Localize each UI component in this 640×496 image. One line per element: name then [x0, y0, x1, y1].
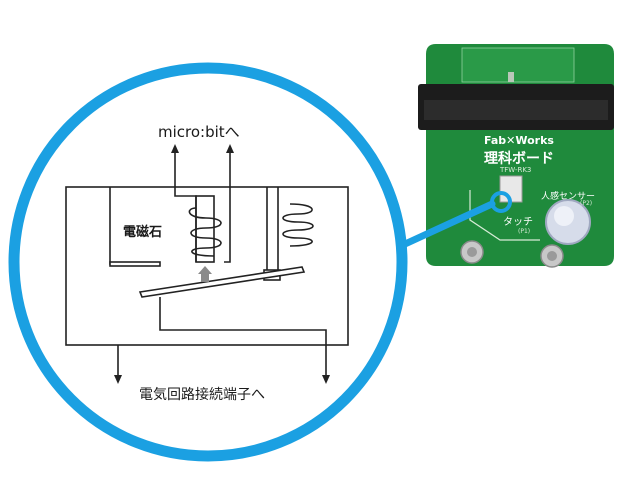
arrow-up-left	[171, 144, 179, 153]
connector-key	[508, 72, 514, 82]
motion-sensor-highlight	[554, 206, 574, 226]
relay-schematic	[65, 150, 349, 378]
magnifier-connector-line	[388, 200, 496, 254]
relay-housing	[65, 186, 349, 346]
coil-lead-right	[224, 188, 231, 263]
electromagnet-winding	[188, 207, 222, 257]
arrow-down-right	[322, 375, 330, 384]
pcb-sensor-pin: (P2)	[580, 200, 593, 207]
contact-plate-left	[109, 261, 161, 267]
arrow-down-left	[114, 375, 122, 384]
label-to-microbit: micro:bitへ	[158, 123, 240, 141]
edge-connector-pads	[461, 47, 575, 83]
label-electromagnet: 電磁石	[123, 225, 163, 240]
spring-coil	[282, 203, 314, 247]
attraction-arrow	[198, 266, 212, 282]
slot-pins	[424, 100, 608, 120]
armature	[138, 266, 306, 298]
pcb-sensor-label: 人感センサー	[541, 192, 596, 202]
arrow-up-right	[226, 144, 234, 153]
pcb-brand: Fab✕Works	[484, 134, 554, 147]
label-to-terminal: 電気回路接続端子へ	[139, 387, 265, 403]
pcb-trace	[469, 190, 540, 241]
pcb-touch-label: タッチ	[503, 217, 533, 228]
arrowheads	[114, 144, 330, 384]
pcb-touch-pin: (P1)	[518, 228, 531, 235]
magnifier-target-ring	[490, 191, 512, 213]
pcb-model: TFW-RK3	[500, 166, 532, 174]
internal-wire	[159, 297, 327, 345]
pcb-board-name: 理科ボード	[484, 151, 554, 167]
